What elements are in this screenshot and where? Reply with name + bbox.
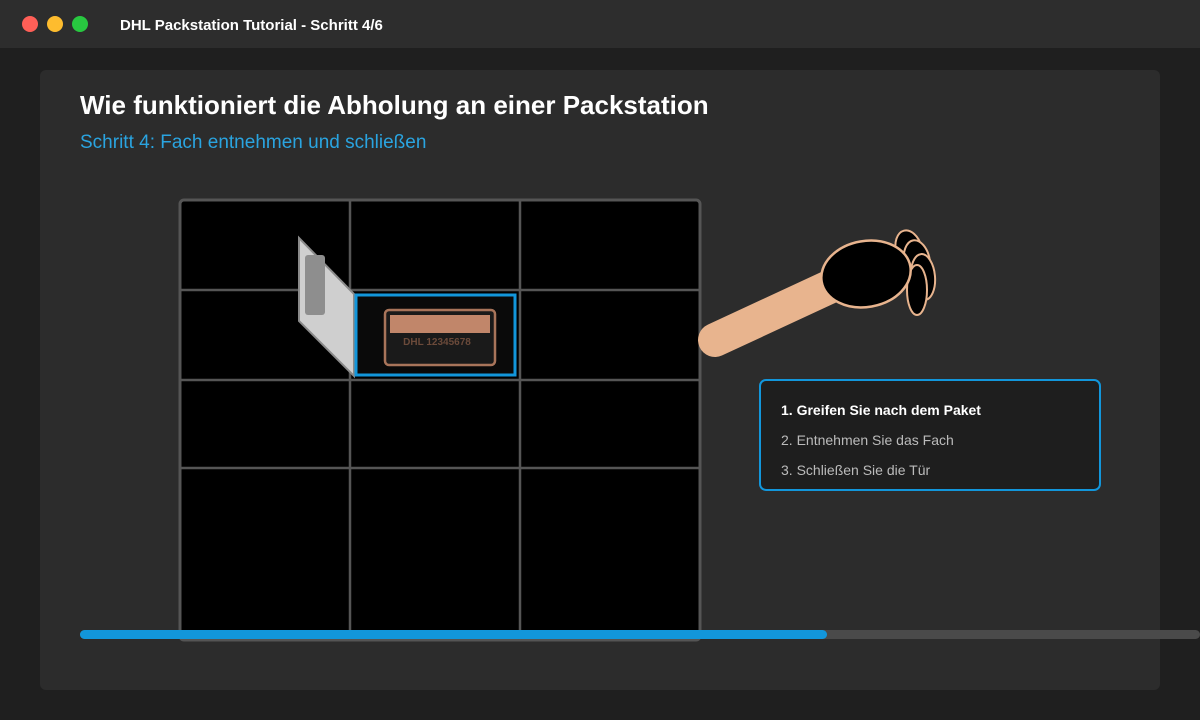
step-item-2: 2. Entnehmen Sie das Fach <box>781 432 954 448</box>
title-bar: DHL Packstation Tutorial - Schritt 4/6 <box>0 0 1200 48</box>
hand-icon <box>698 229 937 357</box>
step-item-1: 1. Greifen Sie nach dem Paket <box>781 402 981 418</box>
progress-bar-fill <box>80 630 828 639</box>
step-item-3: 3. Schließen Sie die Tür <box>781 462 931 478</box>
door-handle <box>305 255 325 315</box>
step-subtitle: Schritt 4: Fach entnehmen und schließen <box>80 132 427 153</box>
window-title: DHL Packstation Tutorial - Schritt 4/6 <box>120 17 383 34</box>
packstation-locker <box>178 198 702 642</box>
parcel-label: DHL 12345678 <box>403 337 471 348</box>
maximize-window-button[interactable] <box>72 16 88 32</box>
locker-grid <box>180 200 700 640</box>
close-window-button[interactable] <box>22 16 38 32</box>
page-title: Wie funktioniert die Abholung an einer P… <box>80 90 709 120</box>
minimize-window-button[interactable] <box>47 16 63 32</box>
progress-bar <box>80 630 1200 639</box>
steps-panel: 1. Greifen Sie nach dem Paket 2. Entnehm… <box>759 379 1101 491</box>
parcel-tape <box>390 315 490 333</box>
